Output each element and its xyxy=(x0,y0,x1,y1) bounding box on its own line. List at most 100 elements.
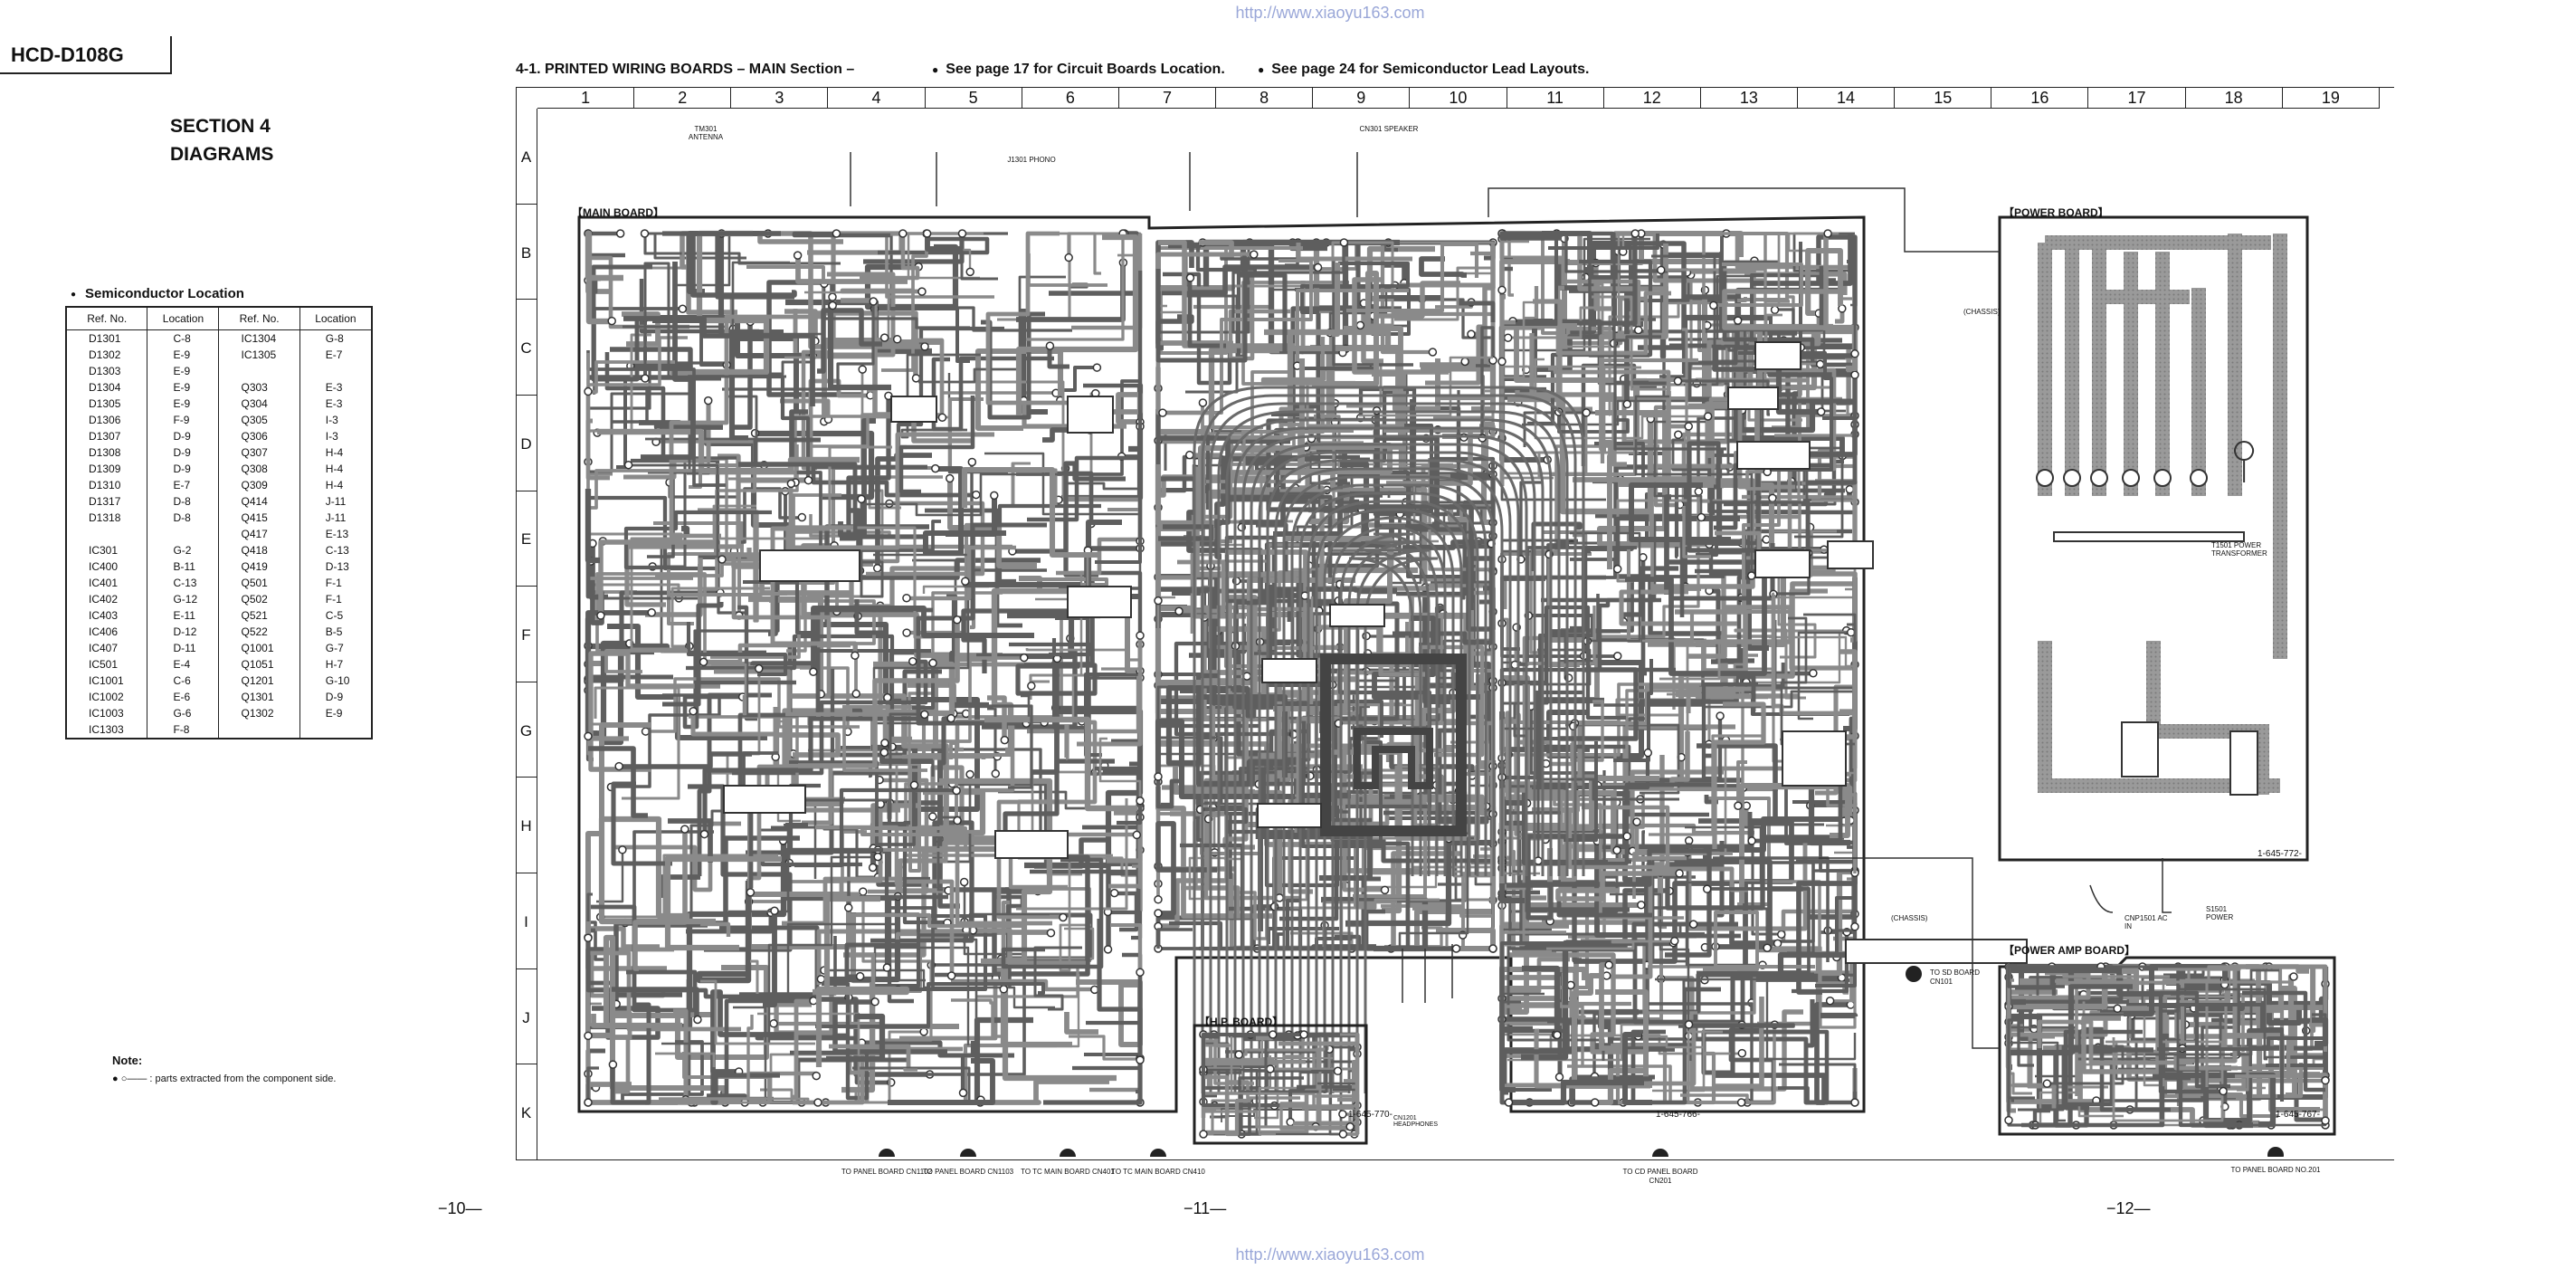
location-cell: D-8 xyxy=(147,510,219,526)
main-board-label: 【MAIN BOARD】 xyxy=(572,206,664,219)
grid-row-letter: C xyxy=(520,339,532,358)
ref-no-cell: D1309 xyxy=(65,461,147,477)
grid-column-9: 9 xyxy=(1313,87,1411,109)
grid-row-letter: F xyxy=(521,626,531,644)
section-name: DIAGRAMS xyxy=(170,144,274,165)
location-cell: E-7 xyxy=(147,477,219,493)
semiconductor-location-table: Ref. No. Location Ref. No. Location D130… xyxy=(65,306,373,739)
note-label: Note: xyxy=(112,1054,143,1067)
grid-row-G: G xyxy=(516,682,537,778)
grid-column-3: 3 xyxy=(731,87,829,109)
ref-no-cell: Q419 xyxy=(218,558,300,575)
grid-row-F: F xyxy=(516,587,537,682)
location-cell: G-2 xyxy=(147,542,219,558)
location-cell xyxy=(299,363,372,379)
hp-board xyxy=(1193,1024,1368,1145)
grid-row-letter: G xyxy=(519,721,533,739)
location-cell: H-4 xyxy=(299,444,372,461)
location-cell xyxy=(147,526,219,542)
power-board-label: 【POWER BOARD】 xyxy=(2003,206,2109,219)
location-cell: G-8 xyxy=(299,329,372,347)
ref-no-cell: IC1002 xyxy=(65,689,147,705)
connector-G-label: TO PANEL BOARD NO.201 xyxy=(2230,1166,2321,1174)
grid-row-letter: D xyxy=(520,434,532,453)
printed-wiring-board-drawing xyxy=(577,152,2336,1157)
location-cell xyxy=(299,721,372,739)
location-cell: D-9 xyxy=(147,444,219,461)
grid-row-J: J xyxy=(516,968,537,1065)
ref-no-cell: D1301 xyxy=(65,329,147,347)
main-board-id: 1-645-766- xyxy=(1656,1110,1700,1120)
location-cell: E-13 xyxy=(299,526,372,542)
grid-row-I: I xyxy=(516,873,537,969)
note-circuit-boards-location: See page 17 for Circuit Boards Location. xyxy=(932,62,1225,78)
grid-column-1: 1 xyxy=(537,87,635,109)
location-cell: D-12 xyxy=(147,624,219,640)
location-cell: C-8 xyxy=(147,329,219,347)
ref-no-cell: IC1304 xyxy=(218,329,300,347)
ref-no-cell: Q1201 xyxy=(218,673,300,689)
ref-no-cell: D1310 xyxy=(65,477,147,493)
ref-no-cell: Q1051 xyxy=(218,656,300,673)
ref-no-cell: IC1303 xyxy=(65,721,147,739)
footer-url[interactable]: http://www.xiaoyu163.com xyxy=(1235,1245,1425,1264)
speaker-label: CN301 SPEAKER xyxy=(1359,125,1419,133)
grid-row-letter: A xyxy=(520,148,532,166)
grid-row-letter: E xyxy=(520,530,532,549)
location-cell: C-13 xyxy=(147,575,219,591)
hp-board-label: 【H.P. BOARD】 xyxy=(1199,1016,1284,1028)
grid-column-19: 19 xyxy=(2282,87,2380,109)
power-board xyxy=(1998,215,2309,862)
location-cell: E-6 xyxy=(147,689,219,705)
grid-column-15: 15 xyxy=(1895,87,1992,109)
grid-column-5: 5 xyxy=(925,87,1022,109)
ref-no-cell: D1304 xyxy=(65,379,147,396)
ref-no-cell: D1307 xyxy=(65,428,147,444)
location-cell: E-3 xyxy=(299,379,372,396)
ref-no-cell: IC401 xyxy=(65,575,147,591)
connector-A-label: TO TC MAIN BOARD CN401 xyxy=(1021,1168,1115,1176)
grid-row-A: A xyxy=(516,109,537,205)
ref-no-cell: IC403 xyxy=(65,607,147,624)
location-cell: F-1 xyxy=(299,575,372,591)
location-cell: E-4 xyxy=(147,656,219,673)
ref-no-cell: Q418 xyxy=(218,542,300,558)
ref-no-cell: Q415 xyxy=(218,510,300,526)
location-cell: G-7 xyxy=(299,640,372,656)
location-cell: H-4 xyxy=(299,461,372,477)
grid-column-4: 4 xyxy=(828,87,926,109)
ref-no-cell: D1302 xyxy=(65,347,147,363)
phono-label: J1301 PHONO xyxy=(1007,156,1056,164)
chassis-label: (CHASSIS) xyxy=(1891,914,1928,922)
connector-D-label: TO CD PANEL BOARD CN201 xyxy=(1622,1168,1698,1185)
table-header-row: Ref. No. Location Ref. No. Location xyxy=(65,307,372,330)
location-cell: C-5 xyxy=(299,607,372,624)
ref-no-cell: Q522 xyxy=(218,624,300,640)
ref-no-cell: Q417 xyxy=(218,526,300,542)
ref-no-cell: D1308 xyxy=(65,444,147,461)
section-title: SECTION 4 DIAGRAMS xyxy=(170,112,273,168)
grid-row-letter: J xyxy=(522,1008,530,1026)
location-cell: D-9 xyxy=(299,689,372,705)
location-cell: G-10 xyxy=(299,673,372,689)
semiconductor-location-title: Semiconductor Location xyxy=(71,286,244,301)
ref-no-cell: Q308 xyxy=(218,461,300,477)
grid-row-D: D xyxy=(516,395,537,491)
location-cell: E-9 xyxy=(299,705,372,721)
location-cell: I-3 xyxy=(299,428,372,444)
hp-board-id: 1-645-770- xyxy=(1348,1110,1393,1120)
location-cell: J-11 xyxy=(299,510,372,526)
page-number: −12— xyxy=(2106,1199,2151,1217)
power-board-id: 1-645-772- xyxy=(2258,849,2302,859)
ref-no-cell: IC400 xyxy=(65,558,147,575)
header-url[interactable]: http://www.xiaoyu163.com xyxy=(1235,4,1425,22)
